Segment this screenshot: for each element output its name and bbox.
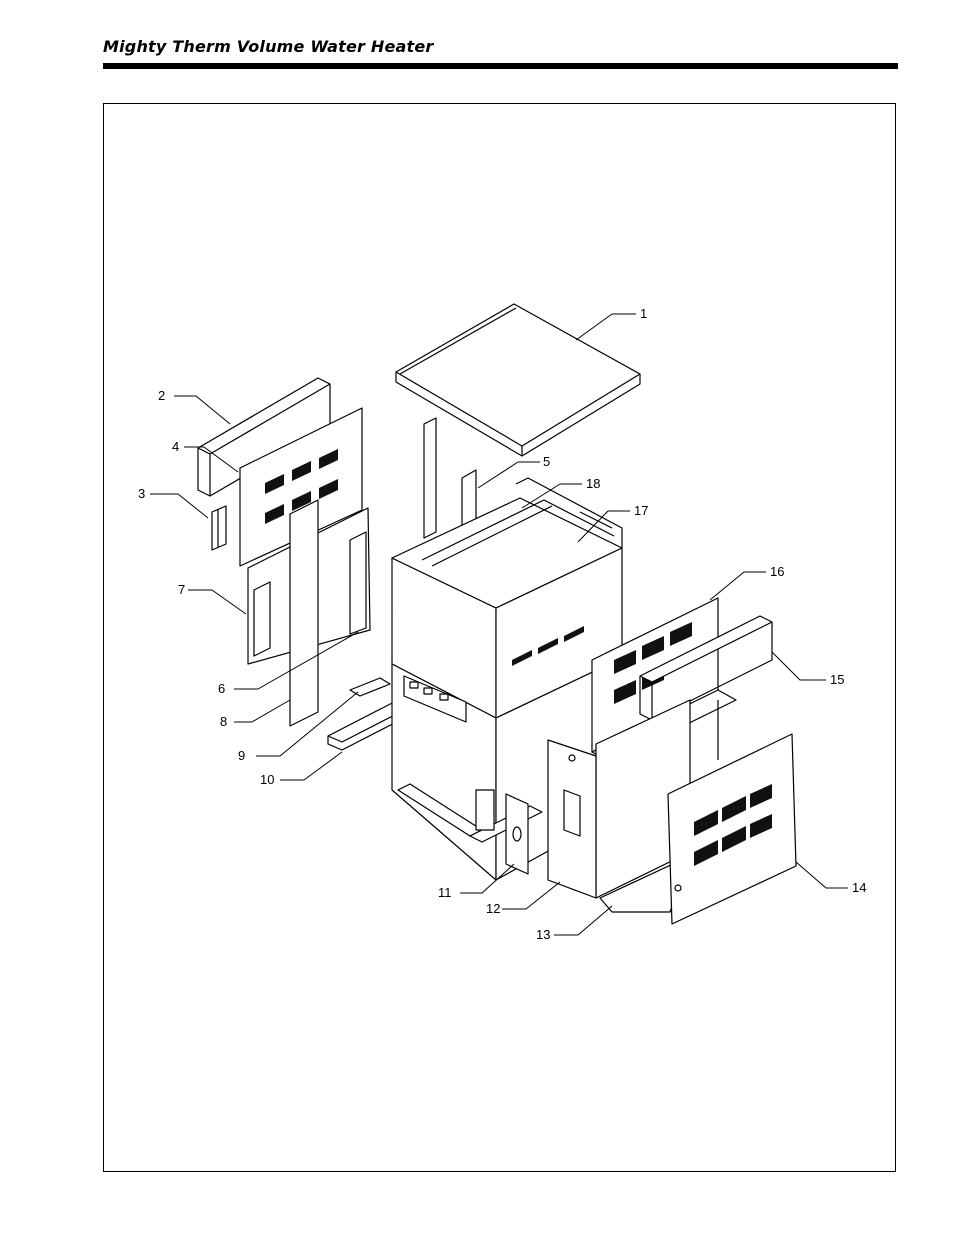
part-small-plate [349, 677, 391, 697]
part-tall-side-strip [289, 499, 319, 727]
callout-18: 18 [586, 476, 600, 491]
callout-7: 7 [178, 582, 185, 597]
part-narrow-door-panel [547, 739, 597, 899]
callout-9: 9 [238, 748, 245, 763]
callout-5: 5 [543, 454, 550, 469]
callout-11: 11 [438, 885, 452, 900]
callout-16: 16 [770, 564, 784, 579]
callout-12: 12 [486, 901, 500, 916]
callout-10: 10 [260, 772, 274, 787]
callout-1: 1 [640, 306, 647, 321]
part-top-panel [395, 303, 641, 457]
callout-2: 2 [158, 388, 165, 403]
part-front-louvered-door [667, 733, 797, 925]
header-rule [103, 63, 898, 69]
callout-17: 17 [634, 503, 648, 518]
document-header-title: Mighty Therm Volume Water Heater [103, 37, 434, 56]
callout-14: 14 [852, 880, 866, 895]
callout-8: 8 [220, 714, 227, 729]
part-right-body-side [595, 699, 691, 913]
callout-13: 13 [536, 927, 550, 942]
callout-4: 4 [172, 439, 179, 454]
part-rear-tray [197, 377, 331, 497]
callout-15: 15 [830, 672, 844, 687]
part-small-hole-plate [505, 793, 529, 875]
part-heat-exchanger-frame [515, 477, 623, 548]
callout-numbers: 1 2 3 4 5 6 7 8 9 10 11 12 13 14 15 16 1… [138, 306, 866, 942]
callout-6: 6 [218, 681, 225, 696]
callout-3: 3 [138, 486, 145, 501]
part-rear-louvered-panel [239, 407, 363, 567]
callout-leader-lines [150, 313, 848, 936]
figure-frame [103, 103, 896, 1172]
part-small-bracket [211, 505, 227, 551]
